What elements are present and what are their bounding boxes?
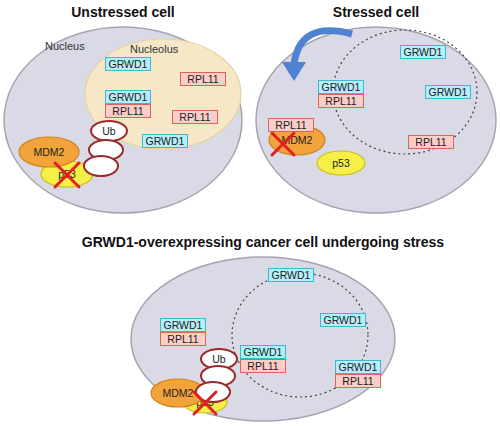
cell-outline: GRWD1GRWD1RPL11GRWD1GRWD1RPL11GRWD1RPL11… [130, 256, 396, 422]
shape-ellipse [151, 379, 205, 407]
rpl11-box: RPL11 [268, 118, 314, 132]
panel-title: GRWD1-overexpressing cancer cell undergo… [82, 234, 444, 250]
shape-ellipse [201, 349, 237, 369]
cross-line [272, 133, 294, 155]
compartment-label: Nucleus [45, 40, 85, 52]
rpl11-box: RPL11 [160, 332, 206, 346]
ubiquitin-circle: Ub [90, 120, 128, 142]
protein-label: GRWD1 [429, 86, 468, 98]
p53-ellipse: p53 [316, 150, 366, 176]
protein-label: RPL11 [325, 95, 356, 107]
rpl11-box: RPL11 [318, 94, 364, 108]
protein-label: Ub [212, 353, 225, 365]
shape-ellipse [256, 27, 496, 213]
cell-outline: GRWD1RPL11GRWD1RPL11RPL11GRWD1NucleolusM… [3, 26, 243, 214]
dotted-nucleolus [333, 30, 477, 154]
mdm2-ellipse: MDM2 [150, 378, 206, 408]
protein-label: RPL11 [187, 73, 218, 85]
grwd1-box: GRWD1 [105, 90, 151, 104]
protein-label: p53 [58, 168, 76, 180]
grwd1-box: GRWD1 [318, 80, 364, 94]
shape-ellipse [41, 161, 93, 187]
protein-label: MDM2 [34, 146, 65, 158]
grwd1-box: GRWD1 [335, 360, 381, 374]
rpl11-box: RPL11 [105, 104, 151, 118]
cross-line [55, 163, 79, 187]
ubiquitin-circle: Ub [200, 348, 238, 370]
protein-label: GRWD1 [404, 46, 443, 58]
rpl11-box: RPL11 [180, 72, 226, 86]
shape-ellipse [131, 257, 395, 421]
protein-label: MDM2 [282, 134, 313, 146]
dotted-nucleolus [232, 273, 368, 397]
protein-label: p53 [332, 157, 350, 169]
ubiquitin-circle [84, 156, 118, 176]
ubiquitin-circle [89, 140, 123, 160]
shape-ellipse [4, 27, 242, 213]
grwd1-box: GRWD1 [160, 318, 206, 332]
grwd1-box: GRWD1 [268, 268, 314, 282]
mdm2-ellipse: MDM2 [18, 136, 80, 168]
panel-title: Unstressed cell [71, 4, 175, 20]
protein-label: RPL11 [179, 111, 210, 123]
cross-line [194, 392, 216, 414]
grwd1-box: GRWD1 [105, 57, 151, 71]
grwd1-box: GRWD1 [240, 345, 286, 359]
cross-mark [55, 163, 79, 187]
protein-label: RPL11 [275, 119, 306, 131]
panel-title: Stressed cell [333, 4, 419, 20]
protein-label: GRWD1 [322, 81, 361, 93]
rpl11-box: RPL11 [240, 359, 286, 373]
protein-label: RPL11 [415, 136, 446, 148]
protein-label: RPL11 [112, 105, 143, 117]
ubiquitin-circle [201, 366, 235, 386]
shape-ellipse [269, 125, 325, 155]
protein-label: GRWD1 [339, 361, 378, 373]
cross-mark [194, 392, 216, 414]
translocation-arrow [294, 31, 352, 64]
cell-outline: GRWD1GRWD1RPL11GRWD1RPL11MDM2p53RPL11Str… [255, 26, 497, 214]
protein-label: GRWD1 [272, 269, 311, 281]
grwd1-box: GRWD1 [320, 313, 366, 327]
shape-ellipse [317, 151, 365, 175]
rpl11-box: RPL11 [172, 110, 218, 124]
protein-label: GRWD1 [164, 319, 203, 331]
compartment-label: Nucleolus [130, 43, 178, 55]
protein-label: GRWD1 [146, 135, 185, 147]
shape-ellipse [91, 121, 127, 141]
shape-ellipse [19, 137, 79, 167]
protein-label: Ub [102, 125, 115, 137]
protein-label: GRWD1 [109, 58, 148, 70]
protein-label: RPL11 [167, 333, 198, 345]
protein-label: MDM2 [163, 387, 194, 399]
ubiquitin-circle [196, 382, 230, 402]
shape-ellipse [85, 39, 241, 149]
protein-label: RPL11 [342, 375, 373, 387]
arrow-head [282, 62, 306, 81]
cross-line [194, 392, 216, 414]
cross-line [272, 133, 294, 155]
protein-label: GRWD1 [324, 314, 363, 326]
protein-label: GRWD1 [244, 346, 283, 358]
grwd1-box: GRWD1 [400, 45, 446, 59]
rpl11-box: RPL11 [335, 374, 381, 388]
protein-label: RPL11 [247, 360, 278, 372]
grwd1-box: GRWD1 [425, 85, 471, 99]
shape-ellipse [183, 391, 227, 413]
rpl11-box: RPL11 [408, 135, 454, 149]
protein-label: GRWD1 [109, 91, 148, 103]
cross-line [55, 163, 79, 187]
grwd1-box: GRWD1 [142, 134, 188, 148]
cross-mark [272, 133, 294, 155]
